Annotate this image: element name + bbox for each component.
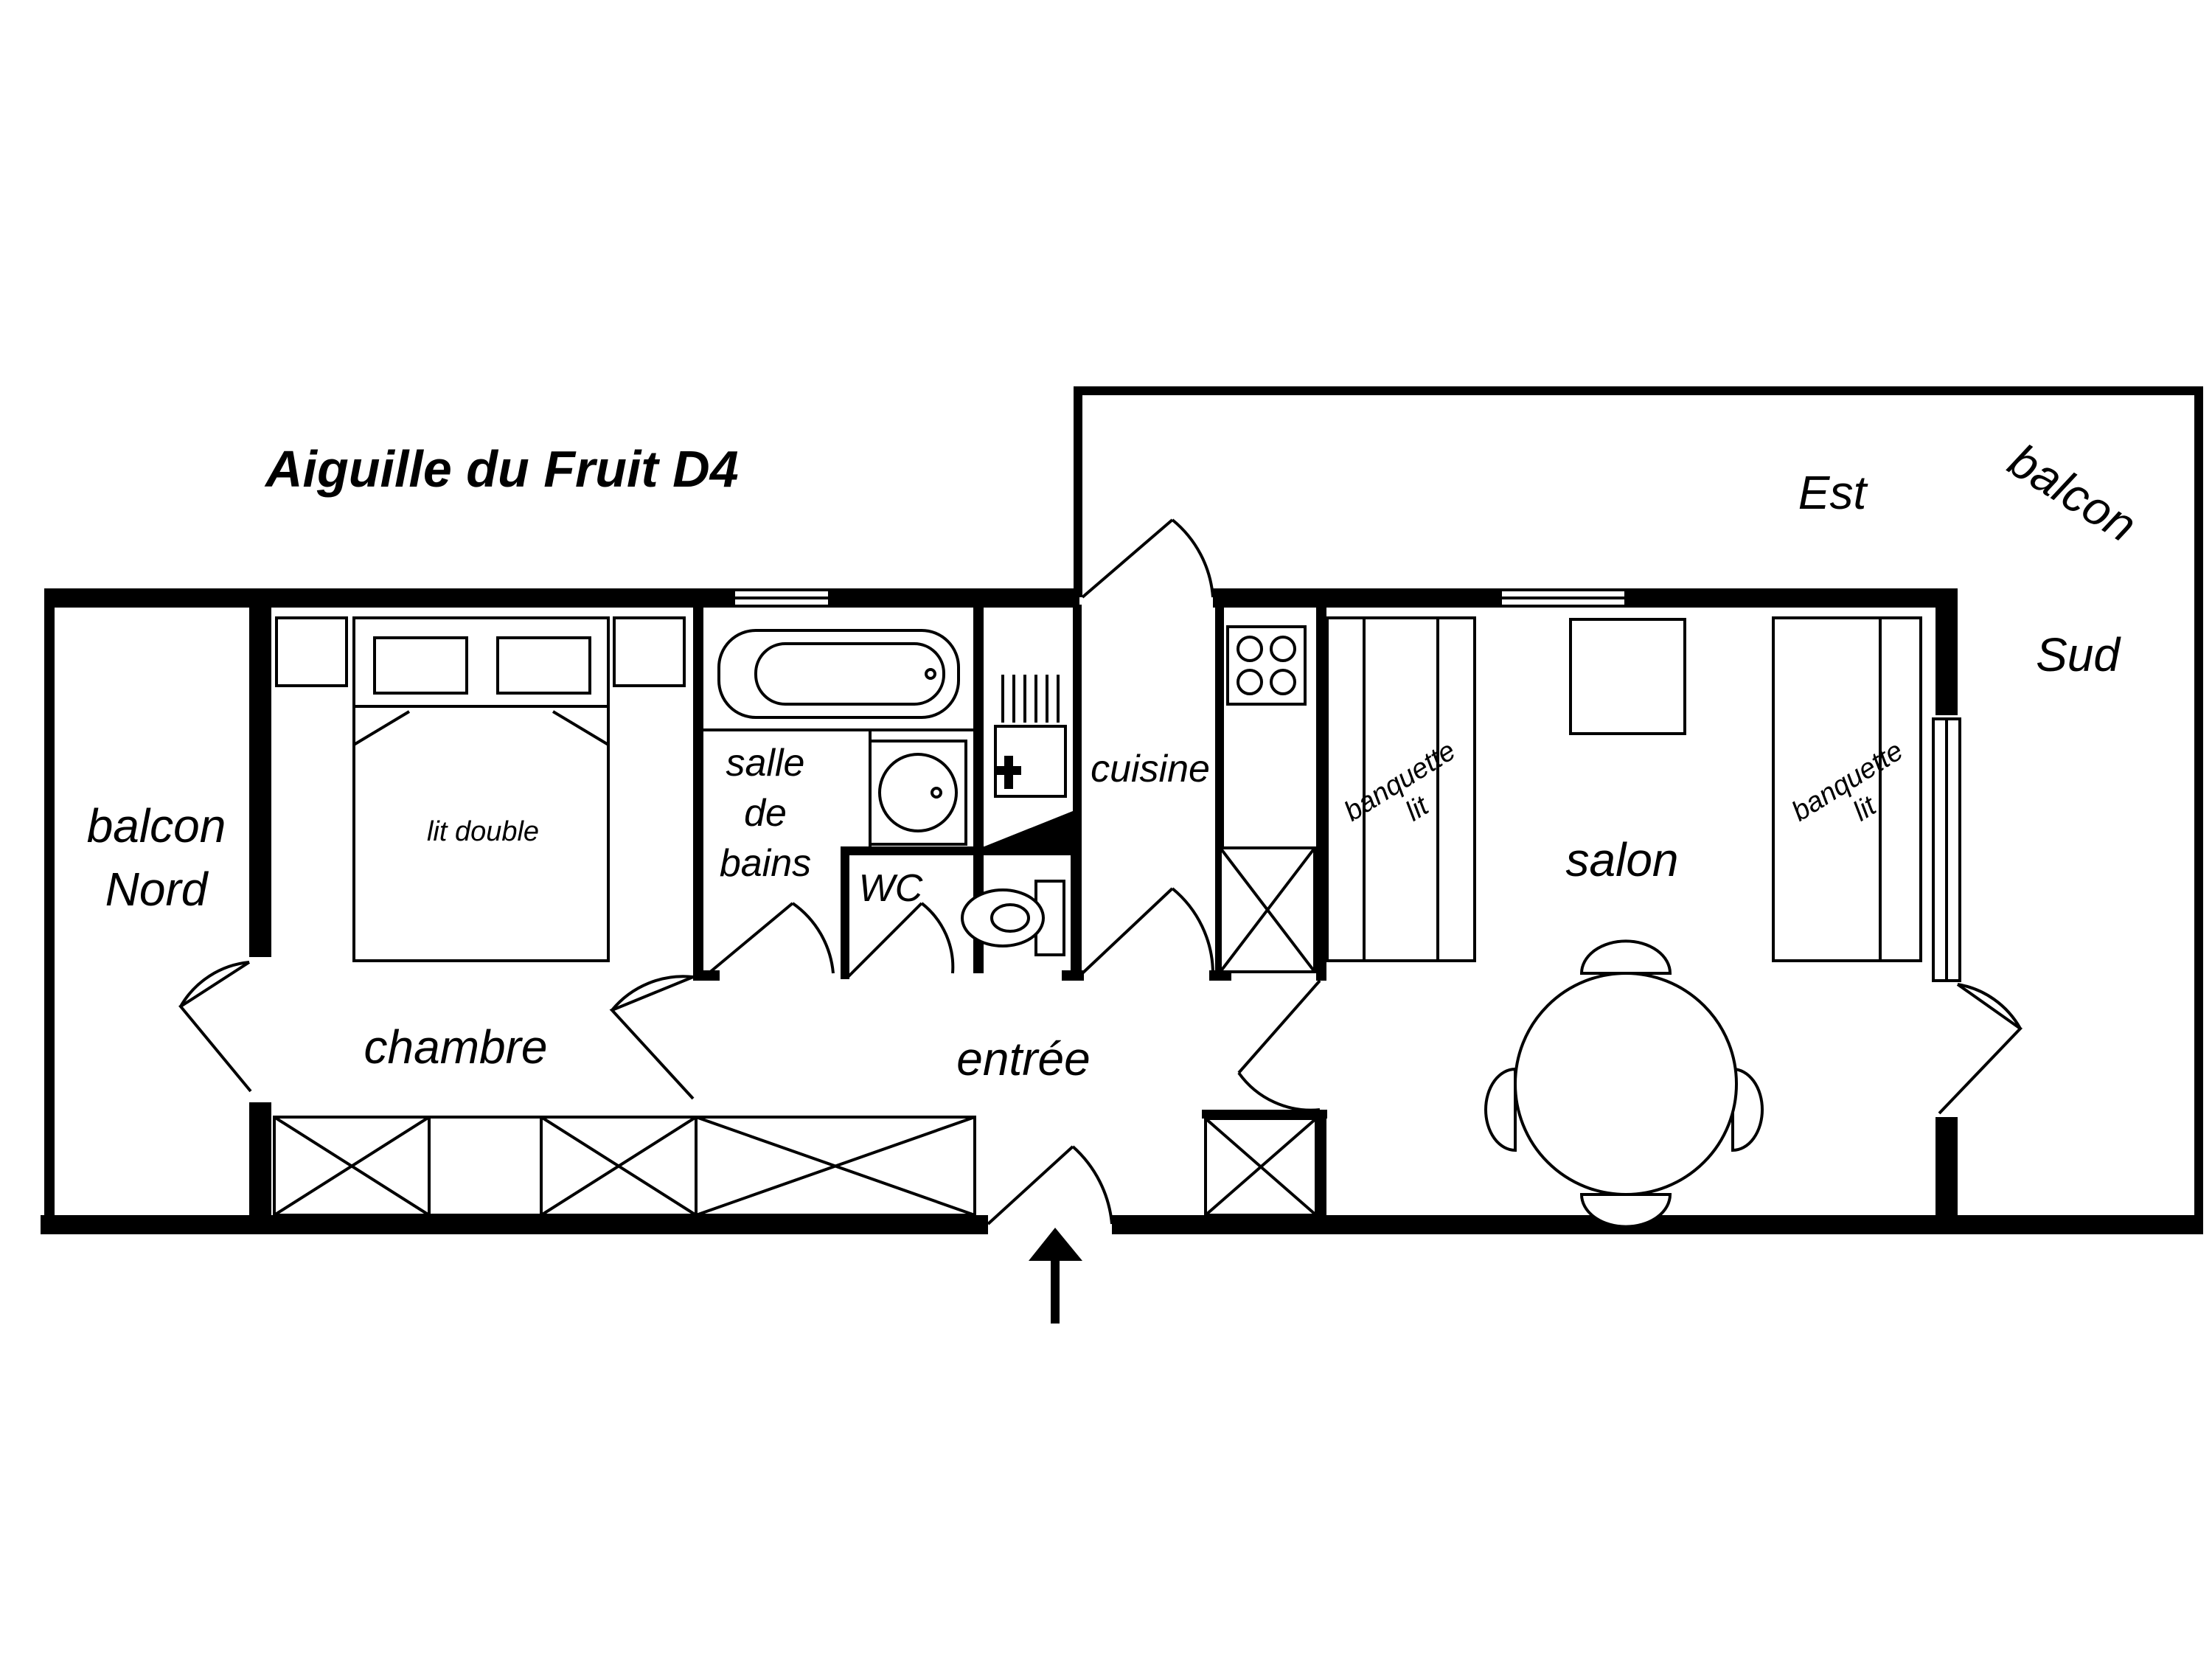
label-entree: entrée (956, 1032, 1090, 1085)
label-balcon-nord-2: Nord (105, 863, 209, 916)
label-chambre: chambre (364, 1020, 548, 1074)
label-balcon-est: balcon (2000, 434, 2146, 552)
label-cuisine: cuisine (1091, 748, 1210, 790)
doors (178, 518, 2023, 1225)
label-wc: WC (859, 867, 923, 910)
hob-icon (1219, 605, 1307, 848)
entry-arrow-icon (1029, 1228, 1082, 1324)
bedroom-furniture (275, 616, 686, 962)
salon-furniture (1326, 616, 1922, 1228)
label-sud: Sud (2036, 628, 2121, 681)
label-balcon-nord-1: balcon (87, 799, 226, 852)
label-lit-double: lit double (427, 816, 539, 847)
label-salon: salon (1566, 833, 1679, 886)
label-sdb-2: de (744, 792, 787, 835)
plan-title: Aiguille du Fruit D4 (264, 440, 739, 498)
label-sdb-1: salle (726, 742, 805, 785)
drainer-icon (1001, 675, 1060, 723)
bathroom-fixtures (717, 629, 1073, 956)
label-sdb-3: bains (720, 842, 811, 885)
label-est: Est (1798, 466, 1868, 519)
closets (273, 846, 1318, 1217)
windows (732, 588, 1961, 982)
